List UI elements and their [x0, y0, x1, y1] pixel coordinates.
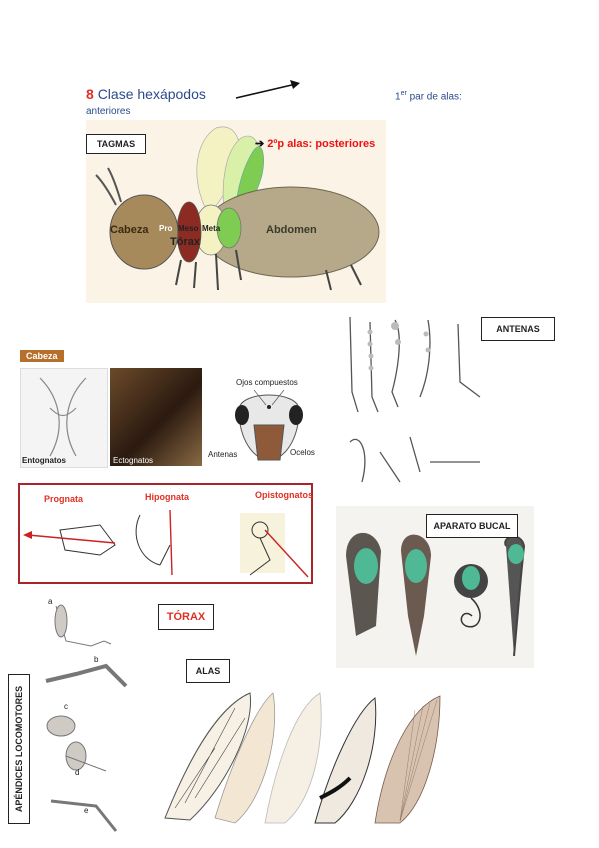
insect-head-front-diagram [235, 389, 303, 461]
ectognath-head-photo [110, 368, 202, 466]
head-label: Cabeza [110, 224, 149, 236]
leg-letter-e: e [84, 806, 89, 815]
antennae-types-illustration [349, 316, 481, 483]
leg-letter-c: c [64, 702, 68, 711]
first-wing-pair-note: 1er par de alas: [395, 90, 462, 103]
tagmas-label: TAGMAS [86, 134, 146, 154]
insect-body-diagram [95, 126, 380, 291]
posterior-wings-label: ➔ 2ºp alas: posteriores [255, 138, 376, 150]
wing-types-illustration [164, 692, 441, 824]
abdomen-label: Abdomen [266, 224, 317, 236]
leg-letter-a: a [48, 597, 53, 606]
head-section-header: Cabeza [20, 350, 64, 362]
legs-illustration [45, 604, 128, 832]
compound-eyes-label: Ojos compuestos [236, 378, 298, 387]
ocelli-label: Ocelos [290, 448, 315, 457]
subtitle: anteriores [86, 106, 131, 117]
entognath-head-sketch [39, 377, 87, 457]
entognath-head-illustration [20, 368, 108, 468]
mouthparts-label: APARATO BUCAL [426, 514, 518, 538]
meso-label: Meso [178, 224, 199, 233]
hipognata-label: Hipognata [145, 492, 189, 502]
thorax-section-label: TÓRAX [158, 604, 214, 630]
antennae-head-label: Antenas [208, 450, 238, 459]
entognatos-label: Entognatos [22, 456, 66, 465]
page-title: 8 Clase hexápodos [86, 86, 206, 102]
title-text: Clase hexápodos [97, 86, 206, 102]
antennae-label: ANTENAS [481, 317, 555, 341]
leg-letter-b: b [94, 655, 99, 664]
arrow-icon [235, 80, 300, 99]
title-number: 8 [86, 86, 94, 102]
wings-label: ALAS [186, 659, 230, 683]
head-orientation-sketches [23, 509, 309, 578]
opistognatos-label: Opistognatos [255, 490, 313, 500]
mouthparts-illustration [346, 532, 526, 657]
thorax-label: Tórax [170, 236, 200, 248]
meta-label: Meta [202, 224, 221, 233]
ectognatos-label: Ectognatos [113, 456, 154, 465]
locomotor-appendages-label: APÉNDICES LOCOMOTORES [8, 674, 30, 824]
leg-letter-d: d [75, 768, 80, 777]
pro-label: Pro [159, 224, 173, 233]
prognata-label: Prognata [44, 494, 84, 504]
